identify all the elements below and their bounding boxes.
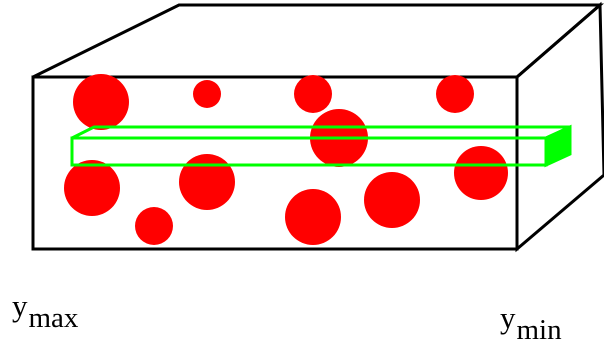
particle [294, 75, 332, 113]
particle [454, 146, 508, 200]
particle [193, 80, 221, 108]
particle [179, 154, 235, 210]
y-min-label: ymin [500, 300, 562, 345]
particle [135, 207, 173, 245]
y-min-base: y [500, 300, 516, 335]
particle [64, 160, 120, 216]
y-max-subscript: max [28, 302, 79, 334]
particle [436, 75, 474, 113]
particle [285, 189, 341, 245]
slab-end-face [544, 124, 572, 168]
particle [364, 172, 420, 228]
particle [73, 74, 129, 130]
box-top-face [32, 3, 604, 79]
y-min-subscript: min [516, 314, 562, 346]
slab [70, 124, 572, 168]
box-outline [31, 1, 604, 253]
y-max-label: ymax [12, 288, 78, 333]
particles [64, 74, 508, 245]
box-front-face [31, 75, 519, 251]
y-max-base: y [12, 288, 28, 323]
